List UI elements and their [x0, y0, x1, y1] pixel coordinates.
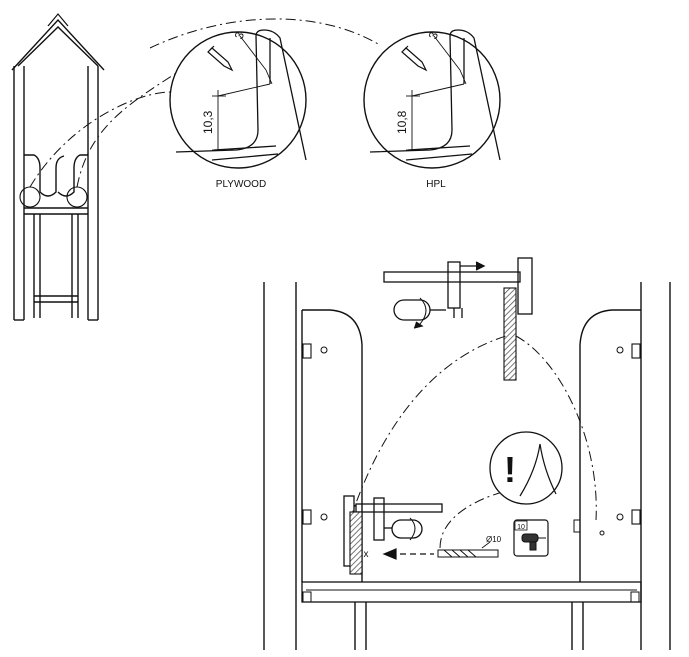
side-panel-left — [302, 309, 363, 582]
detail-plywood: 3 10,3 PLYWOOD — [169, 29, 307, 190]
detail-leaders — [29, 18, 379, 188]
pencil-icon — [207, 45, 234, 72]
dim-side-plywood: 10,3 — [201, 110, 215, 134]
pencil-icon — [401, 45, 428, 72]
side-wall-right — [57, 154, 88, 197]
warning-circle — [489, 431, 563, 505]
detail-marker-left — [19, 186, 41, 208]
assembly-view — [263, 282, 671, 650]
tower-roof — [11, 18, 105, 71]
assembly-leaders — [349, 335, 597, 549]
warning-symbol: ! — [504, 449, 516, 490]
detail-circle-hpl — [363, 31, 501, 169]
drill-direction-arrow — [382, 548, 434, 560]
hatched-board-top — [503, 287, 517, 381]
drill-diameter-label: Ø10 — [486, 535, 502, 544]
dim-top-plywood: 3 — [232, 30, 248, 41]
tower-overview — [11, 13, 105, 321]
dim-top-hpl: 3 — [426, 30, 442, 41]
detail-circle-plywood — [169, 31, 307, 169]
caption-hpl: HPL — [426, 179, 446, 190]
detail-hpl: 3 10,8 HPL — [363, 29, 501, 190]
side-wall-left — [24, 154, 65, 197]
side-panel-right — [579, 309, 641, 582]
drill-depth-value: 10 — [517, 524, 525, 531]
hatched-board-bottom — [349, 511, 363, 575]
warning-detail: ! — [489, 431, 563, 505]
drill-icon — [521, 533, 546, 551]
drill-bit-icon — [437, 549, 499, 558]
bottom-rail — [301, 581, 642, 603]
drill-x-mark: x — [364, 549, 369, 560]
caption-plywood: PLYWOOD — [216, 179, 266, 190]
dim-side-hpl: 10,8 — [395, 110, 409, 134]
drill-depth-badge — [513, 519, 549, 557]
detail-marker-right — [66, 186, 88, 208]
clamp-top — [383, 257, 533, 329]
